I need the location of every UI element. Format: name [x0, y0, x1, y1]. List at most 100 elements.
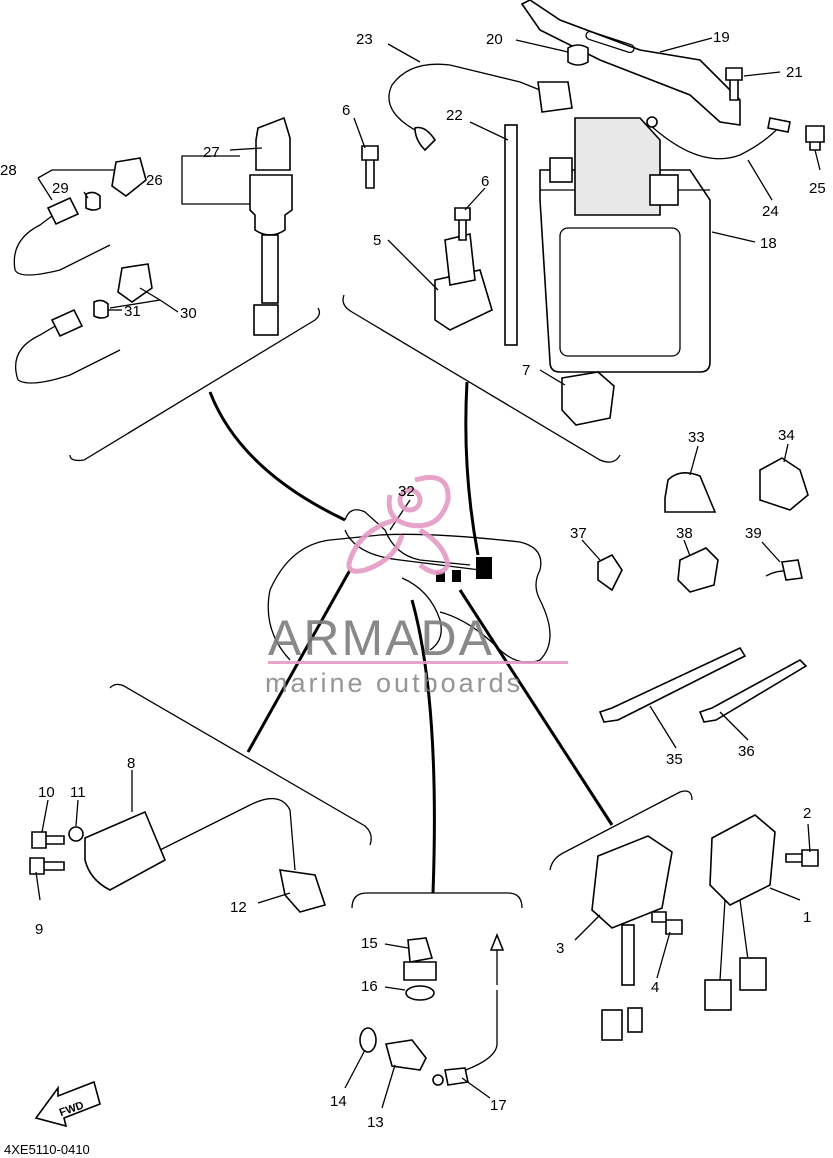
callout-30: 30	[180, 305, 197, 322]
callout-18: 18	[760, 235, 777, 252]
battery-minus-cable-eyelet	[646, 116, 658, 128]
harness-connector-small-2	[452, 570, 461, 582]
callout-24: 24	[762, 203, 779, 220]
battery-terminal-left	[549, 157, 573, 183]
leader-28	[37, 169, 115, 201]
bracket-switches	[69, 307, 321, 462]
watermark-underline	[268, 661, 568, 664]
harness-line-sensors	[410, 599, 436, 894]
starter-relay	[434, 233, 493, 331]
cap	[567, 44, 589, 66]
sensor-13	[384, 1039, 427, 1071]
callout-37: 37	[570, 525, 587, 542]
bracket-battery	[342, 294, 621, 463]
harness-wire-b	[344, 529, 481, 571]
switch-30	[14, 263, 153, 384]
callout-5: 5	[373, 232, 381, 249]
switch-28-wires	[13, 209, 111, 276]
watermark-logo-head	[386, 475, 451, 529]
leader-38	[683, 539, 691, 557]
leader-6b	[464, 187, 486, 211]
leader-21	[743, 71, 781, 77]
callout-2: 2	[803, 805, 811, 822]
forward-arrow: FWD	[34, 1080, 101, 1128]
bracket-sensors	[351, 892, 523, 909]
cdi-body	[709, 814, 776, 906]
bolt-4	[651, 911, 683, 935]
harness-left-outline	[267, 589, 291, 661]
regulator-body	[591, 835, 673, 929]
leader-18	[711, 231, 756, 243]
callout-36: 36	[738, 743, 755, 760]
leader-17	[461, 1077, 491, 1099]
leader-34	[783, 443, 789, 463]
callout-numbers: 1 2 3 4 5 6 6 7 8 9 10 11 12 13 14 15 16…	[0, 29, 826, 1131]
regulator-connector-a	[601, 1009, 623, 1041]
group-brackets	[69, 294, 693, 909]
callout-16: 16	[361, 978, 378, 995]
leader-lines	[35, 37, 821, 1109]
callout-7: 7	[522, 362, 530, 379]
callout-20: 20	[486, 31, 503, 48]
callout-4: 4	[651, 979, 659, 996]
elbow-30	[117, 263, 153, 303]
switch-28	[13, 157, 147, 276]
relay-7	[561, 371, 615, 426]
bolt-10	[31, 831, 65, 849]
callout-3: 3	[556, 940, 564, 957]
callout-25: 25	[809, 180, 826, 197]
callout-33: 33	[688, 429, 705, 446]
leader-6a	[353, 117, 366, 149]
leader-5	[387, 239, 439, 291]
callout-14: 14	[330, 1093, 347, 1110]
leader-10	[41, 799, 49, 833]
battery-label-panel	[559, 227, 681, 357]
cap-29	[85, 191, 101, 211]
leader-37	[581, 539, 601, 561]
clamp-39	[781, 559, 803, 581]
leader-23	[387, 43, 421, 63]
leader-1	[769, 887, 801, 901]
screw-6-upper	[361, 145, 379, 189]
callout-9: 9	[35, 921, 43, 938]
leader-35	[649, 705, 677, 749]
callout-31: 31	[124, 303, 141, 320]
screw-6-lower	[454, 207, 471, 241]
sensor-terminal-17	[444, 1067, 469, 1086]
elbow-28	[111, 157, 147, 198]
main-switch	[249, 116, 293, 336]
leader-19	[659, 37, 713, 53]
callout-39: 39	[745, 525, 762, 542]
regulator-connector-b	[627, 1007, 643, 1033]
battery-terminal-right	[649, 174, 679, 206]
sensor-lead-17	[459, 945, 498, 1073]
leader-36	[719, 711, 749, 741]
bolt-21	[725, 67, 743, 101]
callout-27: 27	[203, 144, 220, 161]
callout-10: 10	[38, 784, 55, 801]
leader-22	[469, 121, 509, 141]
leader-9	[35, 871, 41, 901]
cap-31	[93, 299, 109, 319]
battery-band-slot	[585, 30, 635, 54]
spark-plug-cap	[278, 869, 327, 913]
watermark-brand: ARMADA	[268, 610, 494, 666]
bolt-25	[805, 125, 825, 151]
starter-relay-top	[444, 233, 476, 286]
bolt-9	[29, 857, 65, 875]
harness-body-outline	[269, 533, 551, 664]
harness-connector-main	[476, 557, 492, 579]
clamp-34	[759, 457, 809, 511]
regulator-lead	[621, 924, 635, 986]
rectifier-regulator	[591, 835, 673, 1041]
callout-28: 28	[0, 162, 17, 179]
cdi-connector-b	[739, 957, 767, 991]
cable-tie-35	[598, 646, 747, 723]
leader-26	[181, 155, 250, 205]
battery-minus-cable	[649, 119, 786, 160]
cable-tie-36	[698, 659, 808, 723]
battery-cover	[574, 117, 661, 216]
callout-19: 19	[713, 29, 730, 46]
callout-21: 21	[786, 64, 803, 81]
callout-11: 11	[70, 784, 86, 801]
